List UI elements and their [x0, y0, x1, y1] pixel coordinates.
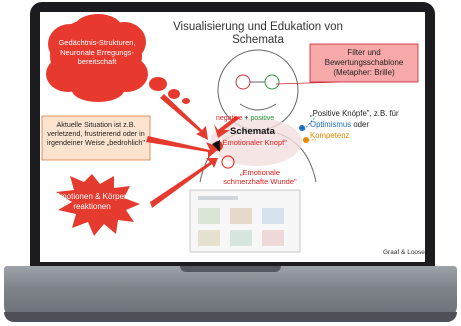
trigger-marker [212, 140, 220, 152]
filter-box [309, 43, 419, 83]
label-negative: negative [216, 115, 243, 122]
positive-button-orange-mark [303, 137, 309, 143]
emotions-burst [56, 174, 140, 236]
laptop-keyboard-base [4, 266, 457, 320]
knopf-kompetenz: Kompetenz [310, 131, 350, 140]
filter-box-label: Filter und Bewertungsschablone (Metapher… [324, 48, 404, 77]
connector-blue [303, 115, 317, 131]
thought-cloud [46, 14, 190, 104]
slide-title: Visualisierung und Edukation von Schemat… [173, 21, 343, 46]
negative-positive-label: negative + positive [216, 115, 274, 122]
emotional-knopf-label: „Emotionaler Knopf" [220, 138, 287, 147]
positive-button-blue-mark [299, 125, 305, 131]
schemata-area [210, 118, 302, 166]
slide-graphics [41, 14, 419, 253]
emotions-label: Emotionen & Körper-reaktionen [54, 192, 130, 211]
worksheet-thumbnail [189, 189, 301, 253]
laptop-screen: Visualisierung und Edukation von Schemat… [40, 12, 425, 262]
wound-mark [221, 155, 235, 169]
laptop-hinge [180, 266, 281, 272]
laptop-base-edge [4, 312, 457, 322]
arrows [146, 94, 240, 208]
knopf-prefix: „Positive Knöpfe", z.B. für [310, 109, 399, 118]
label-positive: positive [250, 115, 275, 122]
positive-knoepfe-label: „Positive Knöpfe", z.B. für Optimismus o… [310, 108, 399, 141]
label-plus: + [242, 115, 251, 122]
schemata-label: Schemata [230, 126, 275, 137]
emotional-wunde-label: „Emotionale schmerzhafte Wunde" [223, 168, 297, 186]
knopf-oder: oder [351, 120, 369, 129]
knopf-optimismus: Optimismus [310, 120, 352, 129]
knopf-line-2: Optimismus oder [310, 119, 399, 130]
situation-box-label: Aktuelle Situation ist z.B. verletzend, … [47, 120, 145, 148]
cloud-label: Gedächtnis-Strukturen, Neuronale Erregun… [58, 38, 136, 66]
credit-label: Graaf & Loose [383, 249, 425, 256]
situation-box [41, 115, 151, 161]
connector-filter [275, 81, 341, 85]
